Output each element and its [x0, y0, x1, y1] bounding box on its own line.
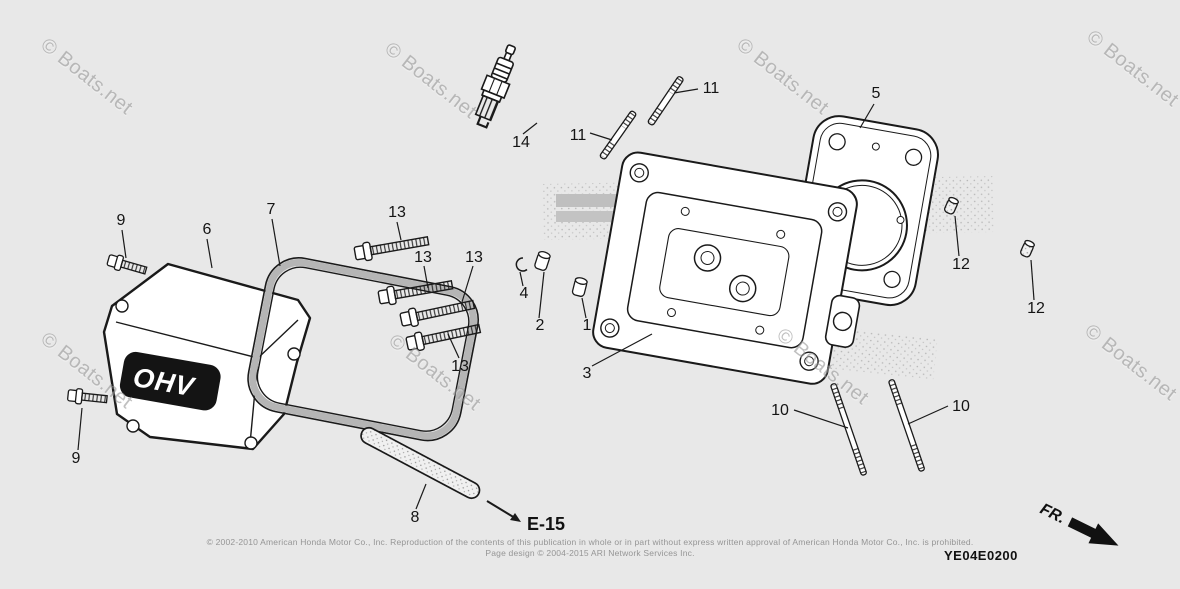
rocker-stud-illustration	[598, 109, 638, 161]
cover-bolt-illustration	[66, 387, 109, 408]
cylinder-head-illustration	[592, 151, 861, 385]
clip-illustration	[515, 257, 528, 272]
valve-cap-illustration	[533, 249, 552, 272]
flange-bolt-illustration	[352, 231, 431, 264]
spark-plug-illustration	[474, 44, 516, 129]
breather-tube-illustration	[360, 426, 481, 500]
ref-label: E-15	[527, 514, 565, 534]
diagram-code: YE04E0200	[944, 548, 1018, 563]
leader-lines	[77, 88, 1035, 510]
fr-arrow-icon	[1067, 517, 1119, 546]
cylinder-stud-illustration	[829, 382, 868, 477]
stud-cap-illustration	[1018, 238, 1036, 259]
cover-bolt-illustration	[105, 251, 149, 279]
valve-cap-illustration	[571, 276, 589, 298]
ref-callout: E-15	[486, 500, 565, 534]
copyright-line-2: Page design © 2004-2015 ARI Network Serv…	[485, 548, 695, 558]
cylinder-stud-illustration	[887, 378, 926, 473]
valve-cover-illustration: OHV	[102, 262, 312, 451]
copyright-line-1: © 2002-2010 American Honda Motor Co., In…	[206, 537, 974, 547]
rocker-stud-illustration	[646, 75, 685, 127]
cover-gasket-illustration	[247, 257, 479, 442]
fr-label: FR.	[1037, 501, 1068, 528]
